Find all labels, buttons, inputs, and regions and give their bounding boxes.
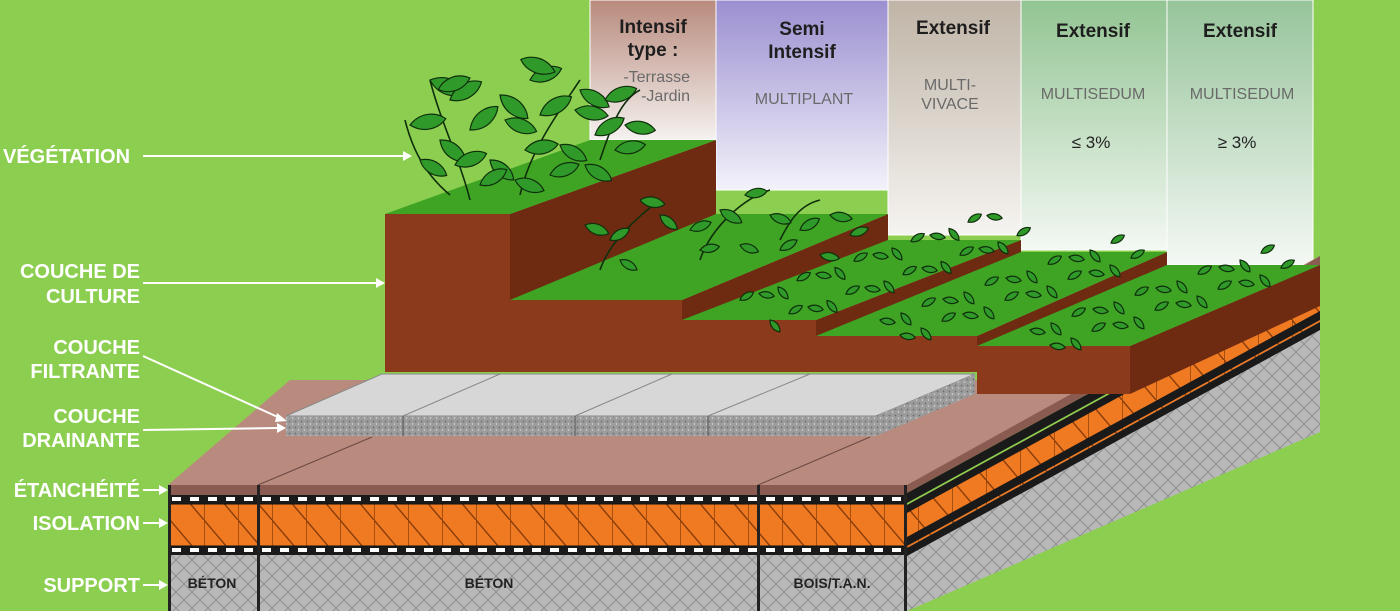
panel-title: Semi (779, 19, 824, 40)
panel-subtitle: MULTIPLANT (755, 91, 854, 108)
panel-title: Extensif (1203, 21, 1278, 42)
label-vegetation: VÉGÉTATION (3, 145, 130, 168)
panel-intensif: Intensif type : -Terrasse -Jardin (589, 0, 717, 141)
label-isolation: ISOLATION (33, 513, 140, 535)
leader-arrows (142, 151, 412, 590)
panel-slope: ≤ 3% (1072, 133, 1111, 152)
panel-subtitle: MULTISEDUM (1190, 86, 1295, 103)
panel-title: Intensif (768, 42, 836, 63)
label-culture: COUCHE DE (20, 261, 140, 283)
label-support: SUPPORT (43, 575, 140, 597)
panel-slope: ≥ 3% (1218, 133, 1257, 152)
panel-extensif-vivace: Extensif MULTI- VIVACE (887, 0, 1022, 236)
soil-block-sedum-high (977, 265, 1320, 394)
drainage-slabs (285, 373, 976, 436)
panel-subtitle: -Terrasse (623, 69, 690, 86)
panel-title: Intensif (619, 17, 687, 38)
support-label: BOIS/T.A.N. (793, 575, 870, 591)
panel-extensif-sedum-high: Extensif MULTISEDUM ≥ 3% (1166, 0, 1314, 266)
label-drainante: COUCHE (53, 406, 140, 428)
panel-subtitle: -Jardin (641, 88, 690, 105)
panel-title: type : (628, 40, 679, 61)
panel-subtitle: MULTISEDUM (1041, 86, 1146, 103)
panel-subtitle: VIVACE (921, 96, 979, 113)
vegetation-plants (404, 56, 1296, 351)
label-filtrante: FILTRANTE (30, 361, 140, 383)
support-label: BÉTON (465, 575, 514, 591)
panel-title: Extensif (916, 18, 991, 39)
membrane-dashes (172, 497, 901, 552)
panel-semi-intensif: Semi Intensif MULTIPLANT (715, 0, 889, 191)
panel-subtitle: MULTI- (924, 77, 976, 94)
label-drainante: DRAINANTE (22, 430, 140, 452)
panel-title: Extensif (1056, 21, 1131, 42)
support-label: BÉTON (188, 575, 237, 591)
layer-labels: VÉGÉTATION COUCHE DE CULTURE COUCHE FILT… (3, 145, 140, 597)
label-etancheite: ÉTANCHÉITÉ (14, 479, 140, 502)
label-culture: CULTURE (46, 286, 140, 308)
label-filtrante: COUCHE (53, 337, 140, 359)
panel-extensif-sedum-low: Extensif MULTISEDUM ≤ 3% (1020, 0, 1168, 251)
